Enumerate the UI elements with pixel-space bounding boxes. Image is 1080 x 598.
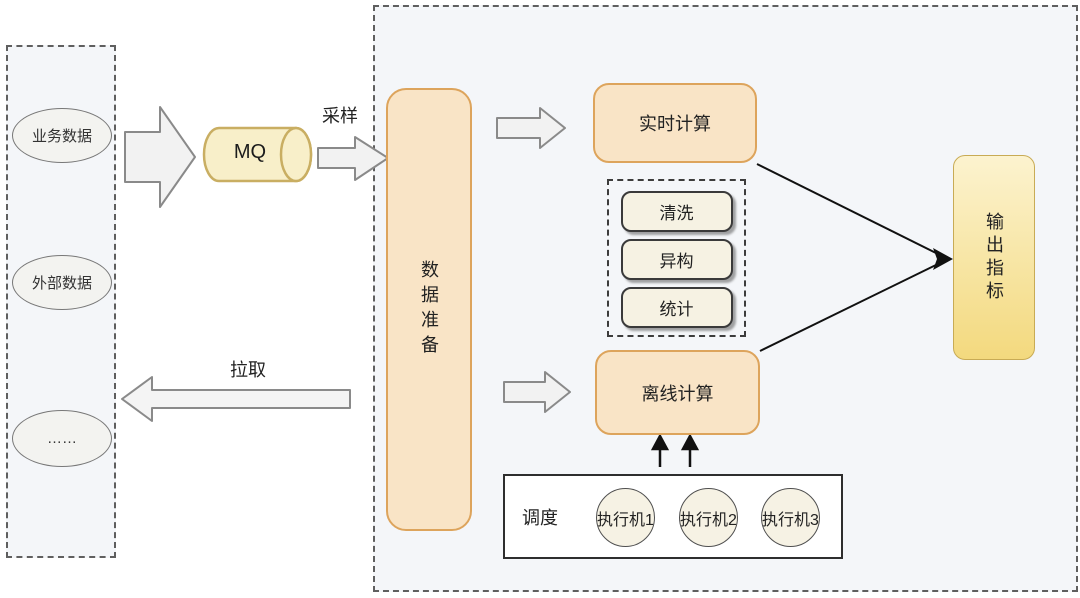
processing-step-clean: 清洗 (620, 191, 733, 232)
mq-label: MQ (233, 141, 267, 163)
offline-compute-label: 离线计算 (641, 383, 714, 404)
data-prep-label: 数据准备 (419, 259, 439, 360)
source-business-data: 业务数据 (12, 108, 112, 163)
source-business-data-label: 业务数据 (31, 128, 92, 145)
executor-2-label: 执行机2 (680, 511, 737, 529)
executor-3-label: 执行机3 (762, 511, 819, 529)
processing-step-statistics-label: 统计 (659, 300, 694, 319)
source-external-data: 外部数据 (12, 255, 112, 310)
pull-label: 拉取 (230, 360, 266, 380)
realtime-compute-label: 实时计算 (639, 114, 711, 134)
scheduler-box: 调度 执行机1 执行机2 执行机3 (503, 474, 843, 559)
processing-step-statistics: 统计 (620, 287, 733, 328)
sampling-label: 采样 (322, 106, 358, 126)
processing-step-clean-label: 清洗 (659, 204, 694, 223)
realtime-compute-box: 实时计算 (593, 83, 757, 163)
executor-3-circle: 执行机3 (761, 488, 820, 547)
executor-1-circle: 执行机1 (596, 488, 655, 547)
executor-1-label: 执行机1 (597, 511, 654, 529)
source-others: …… (12, 410, 112, 467)
offline-compute-box: 离线计算 (595, 350, 760, 435)
data-prep-box: 数据准备 (386, 88, 472, 531)
scheduler-label: 调度 (522, 507, 558, 528)
processing-steps-group: 清洗 异构 统计 (607, 179, 746, 337)
output-metrics-box: 输出指标 (953, 155, 1035, 360)
source-external-data-label: 外部数据 (31, 275, 92, 292)
output-metrics-label: 输出指标 (984, 211, 1004, 304)
processing-step-heterogeneous: 异构 (620, 239, 733, 280)
processing-step-heterogeneous-label: 异构 (659, 252, 694, 271)
arrow-sources-to-mq (124, 106, 196, 208)
arrow-pull-to-sources (121, 376, 351, 422)
executor-2-circle: 执行机2 (679, 488, 738, 547)
source-others-label: …… (47, 430, 77, 447)
